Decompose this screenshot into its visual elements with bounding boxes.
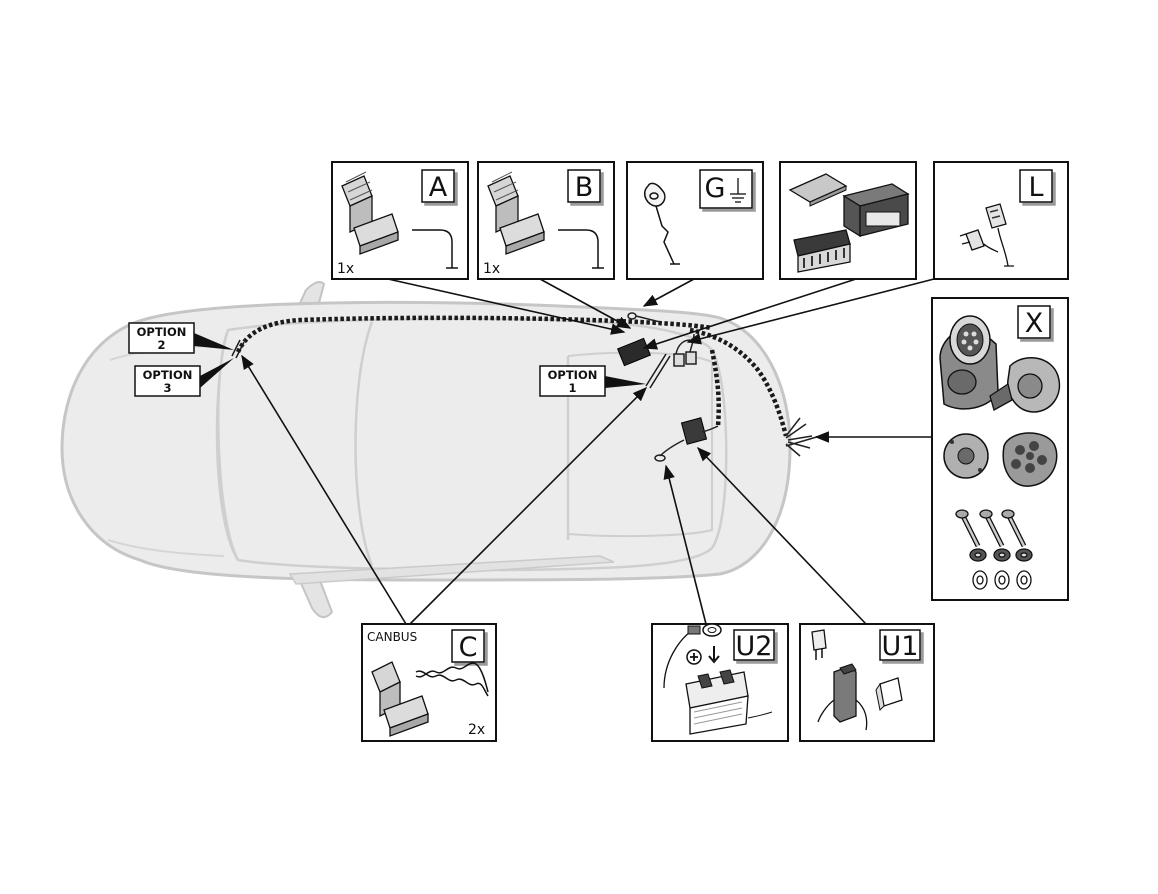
arrow-kit bbox=[642, 278, 857, 350]
harness-rear-run bbox=[689, 327, 789, 437]
part-box-c: C CANBUS 2x bbox=[361, 623, 497, 742]
fuse-icon bbox=[811, 629, 827, 660]
twisted-pair-icon bbox=[415, 662, 489, 697]
part-u1-letter: U1 bbox=[882, 631, 919, 662]
part-g-letter: G bbox=[705, 173, 726, 204]
t-connector-icon bbox=[341, 171, 399, 255]
arrow-l bbox=[686, 278, 935, 345]
socket-cover-icon bbox=[989, 357, 1061, 413]
part-c-letter: C bbox=[459, 632, 478, 663]
part-l-letter: L bbox=[1028, 172, 1043, 203]
ring-terminal-icon bbox=[663, 623, 722, 689]
wire-end-icon bbox=[558, 229, 604, 269]
option-1-label: OPTION bbox=[548, 368, 598, 382]
part-box-kit bbox=[779, 161, 917, 280]
manual-icon bbox=[788, 173, 848, 207]
part-a-qty: 1x bbox=[337, 261, 354, 277]
hood-crease-2 bbox=[107, 539, 225, 557]
part-x-letter: X bbox=[1025, 308, 1044, 339]
option-3-label: OPTION bbox=[143, 368, 193, 382]
door-sill bbox=[288, 555, 615, 585]
option-3-number: 3 bbox=[163, 381, 171, 395]
arrow-c-option-1 bbox=[409, 386, 648, 625]
part-u2-letter: U2 bbox=[736, 631, 773, 662]
car-body bbox=[60, 300, 792, 582]
nuts-icon bbox=[969, 548, 1033, 562]
part-c-caption: CANBUS bbox=[367, 630, 417, 644]
ring-terminal-icon bbox=[644, 182, 680, 265]
plus-terminal-icon bbox=[686, 649, 702, 665]
wire-end-icon bbox=[412, 229, 458, 269]
plug-connector-2 bbox=[685, 351, 697, 365]
part-a-letter: A bbox=[429, 172, 448, 203]
part-box-l: L bbox=[933, 161, 1069, 280]
option-2-label: OPTION bbox=[137, 325, 187, 339]
ground-symbol-icon bbox=[730, 178, 746, 203]
part-b-qty: 1x bbox=[483, 261, 500, 277]
down-arrow-icon bbox=[708, 646, 720, 664]
b-pillar-line bbox=[354, 321, 374, 567]
fuse-cap-icon bbox=[875, 677, 903, 712]
wiring-harness bbox=[235, 315, 789, 437]
fuse-holder-icon bbox=[817, 663, 868, 731]
arrow-b bbox=[539, 278, 632, 329]
option-1-number: 1 bbox=[568, 381, 576, 395]
gasket-icon bbox=[943, 433, 989, 479]
pin-insert-icon bbox=[1002, 432, 1058, 487]
part-box-g: G bbox=[626, 161, 764, 280]
arrow-u2 bbox=[663, 464, 707, 625]
harness-down-run bbox=[709, 349, 721, 427]
part-box-a: A 1x bbox=[331, 161, 469, 280]
part-box-u2: U2 bbox=[651, 623, 789, 742]
relay-module bbox=[680, 417, 708, 445]
part-c-qty: 2x bbox=[468, 722, 485, 738]
bolts-icon bbox=[955, 509, 1027, 548]
part-box-u1: U1 bbox=[799, 623, 935, 742]
arrow-g bbox=[642, 278, 695, 307]
arrow-a bbox=[387, 278, 626, 335]
washers-icon bbox=[972, 570, 1032, 590]
twisted-wire-option-1 bbox=[645, 353, 671, 389]
t-connector-icon bbox=[487, 171, 545, 255]
part-box-x: X bbox=[931, 297, 1069, 601]
part-b-letter: B bbox=[575, 172, 594, 203]
boot-connectors bbox=[616, 312, 821, 462]
option-3-callout: OPTION 3 bbox=[134, 358, 234, 397]
plug-connector-1 bbox=[673, 353, 685, 367]
t-connector-icon bbox=[371, 661, 429, 737]
arrow-c-option-3 bbox=[241, 354, 407, 625]
control-module-icon bbox=[842, 183, 910, 238]
option-2-callout: OPTION 2 bbox=[128, 322, 234, 354]
option-1-callout: OPTION 1 bbox=[539, 365, 646, 397]
arrow-u1 bbox=[697, 446, 867, 625]
option-2-number: 2 bbox=[157, 338, 165, 352]
loose-wire-ends bbox=[785, 417, 821, 457]
trailer-socket-icon bbox=[939, 315, 999, 410]
battery-eyelet bbox=[654, 454, 666, 462]
plug-pair-icon bbox=[959, 203, 1014, 267]
twisted-wire-option-2 bbox=[231, 339, 245, 359]
multi-pin-connector-icon bbox=[793, 229, 851, 273]
harness-roof-run bbox=[235, 315, 713, 354]
battery-icon bbox=[685, 669, 773, 735]
arrows bbox=[241, 278, 935, 625]
part-box-b: B 1x bbox=[477, 161, 615, 280]
windshield-line bbox=[215, 329, 240, 561]
